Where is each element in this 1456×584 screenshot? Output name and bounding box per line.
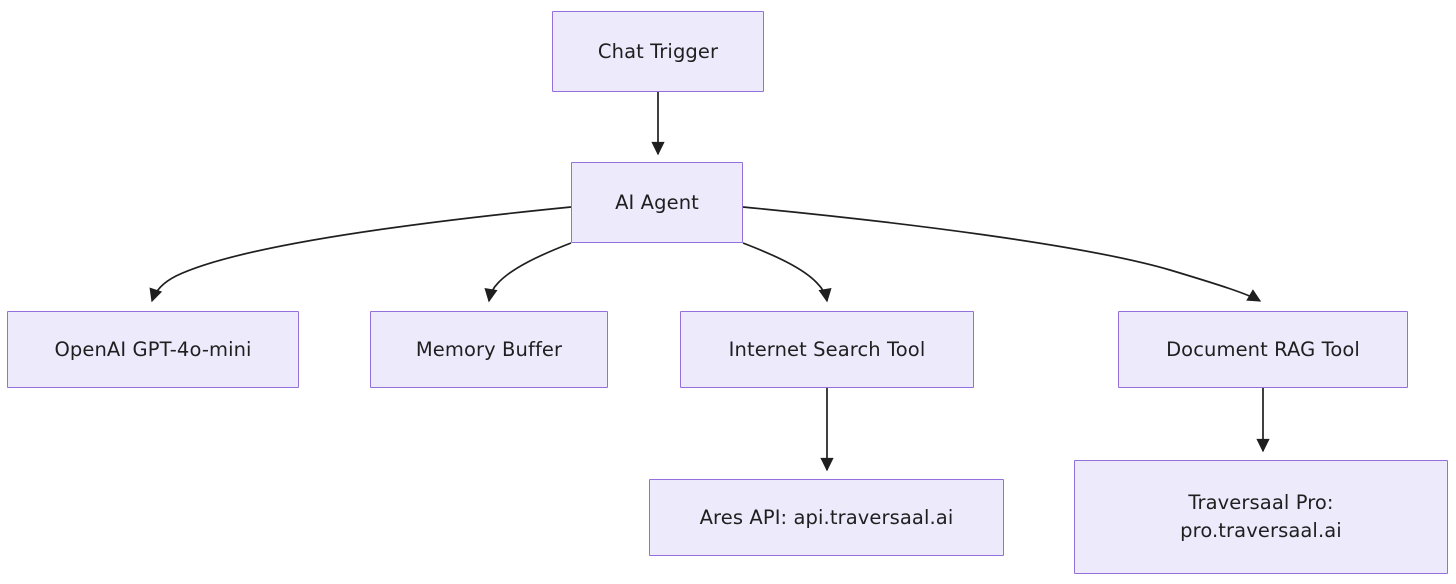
- node-traversaal-pro-label: Traversaal Pro: pro.traversaal.ai: [1180, 491, 1342, 542]
- node-chat-trigger-label: Chat Trigger: [597, 39, 719, 63]
- edge-ai-agent-to-memory-buffer: [484, 242, 572, 303]
- edge-ai-agent-to-document-rag-tool: [742, 206, 1262, 302]
- node-ares-api[interactable]: Ares API: api.traversaal.ai: [649, 479, 1004, 556]
- node-memory-buffer[interactable]: Memory Buffer: [370, 311, 608, 388]
- node-document-rag-tool-label: Document RAG Tool: [1166, 337, 1360, 361]
- node-memory-buffer-label: Memory Buffer: [415, 337, 563, 361]
- node-internet-search-tool[interactable]: Internet Search Tool: [680, 311, 974, 388]
- node-openai-gpt-4o-mini-label: OpenAI GPT-4o-mini: [54, 337, 252, 361]
- node-ares-api-label: Ares API: api.traversaal.ai: [699, 505, 954, 529]
- edge-ai-agent-to-internet-search-tool: [742, 242, 832, 303]
- node-document-rag-tool[interactable]: Document RAG Tool: [1118, 311, 1408, 388]
- node-internet-search-tool-label: Internet Search Tool: [728, 337, 926, 361]
- node-ai-agent[interactable]: AI Agent: [571, 162, 743, 243]
- node-chat-trigger[interactable]: Chat Trigger: [552, 11, 764, 92]
- node-ai-agent-label: AI Agent: [615, 190, 699, 214]
- node-traversaal-pro[interactable]: Traversaal Pro: pro.traversaal.ai: [1074, 460, 1448, 574]
- edge-ai-agent-to-openai-gpt-4o-mini: [149, 206, 572, 303]
- node-openai-gpt-4o-mini[interactable]: OpenAI GPT-4o-mini: [7, 311, 299, 388]
